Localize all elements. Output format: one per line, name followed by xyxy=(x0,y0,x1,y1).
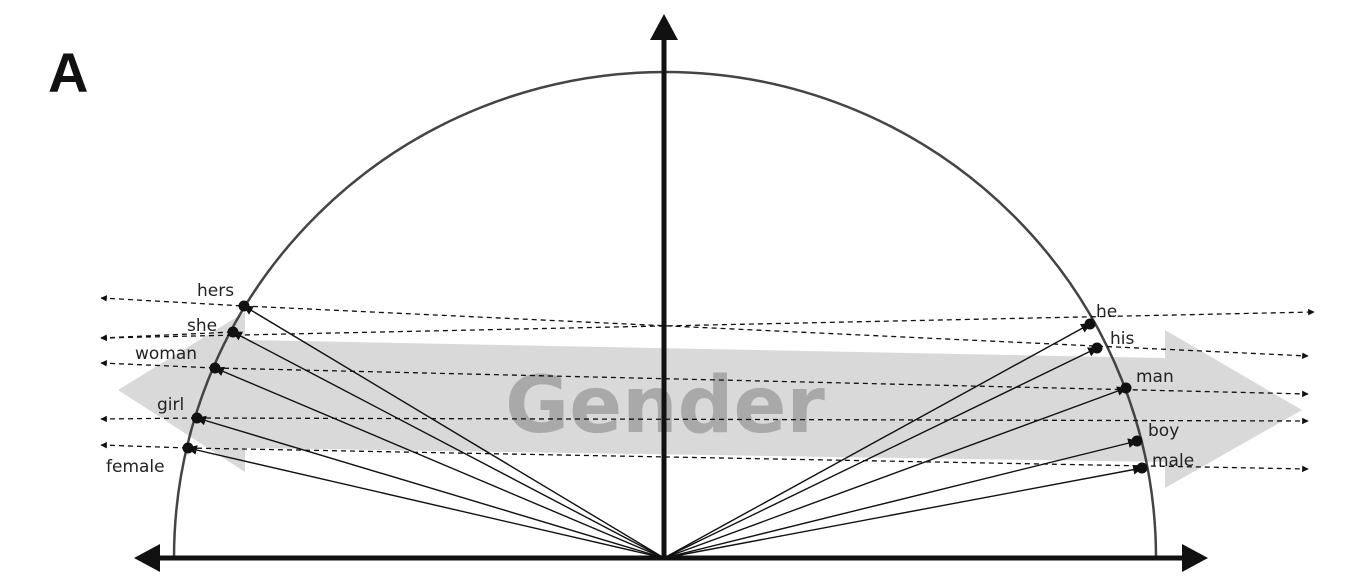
word-label-male: boy xyxy=(1148,421,1179,441)
word-vector-arrow xyxy=(663,347,1098,559)
word-point-male xyxy=(1131,435,1143,447)
gender-band-arrow xyxy=(118,312,1302,488)
word-vector-arrow xyxy=(232,331,665,559)
word-point-female xyxy=(238,300,250,312)
projection-line-right xyxy=(187,447,1309,473)
word-point-male xyxy=(1084,318,1096,330)
word-point-female xyxy=(182,442,194,454)
word-vector-arrow xyxy=(663,464,1143,559)
horizontal-axis-right-arrowhead xyxy=(1182,544,1208,572)
projection-line-left xyxy=(100,360,216,369)
word-vector-arrow xyxy=(663,438,1138,559)
word-point-male xyxy=(1136,462,1148,474)
word-vector-arrow xyxy=(663,323,1091,559)
projection-line-left xyxy=(100,441,189,449)
word-vector-arrow xyxy=(243,305,665,559)
vertical-axis-arrowhead xyxy=(650,14,678,40)
word-label-female: girl xyxy=(157,395,184,415)
word-label-female: woman xyxy=(135,344,197,364)
word-vector-arrow xyxy=(196,415,665,559)
projection-line-he xyxy=(100,308,1315,342)
word-label-male: man xyxy=(1136,367,1174,387)
word-label-male: his xyxy=(1110,329,1134,349)
word-label-female: she xyxy=(187,316,217,336)
word-label-female: hers xyxy=(197,281,234,301)
word-point-female xyxy=(209,362,221,374)
word-vector-arrow xyxy=(187,445,665,559)
word-point-female xyxy=(191,412,203,424)
word-label-female: female xyxy=(106,457,165,477)
word-vector-arrow xyxy=(663,386,1127,559)
word-point-male xyxy=(1120,382,1132,394)
horizontal-axis-left-arrowhead xyxy=(134,544,160,572)
word-vector-arrow xyxy=(214,366,665,559)
projection-line-left xyxy=(100,295,245,307)
projection-line-left xyxy=(100,415,198,423)
word-label-male: male xyxy=(1152,451,1194,471)
word-point-male xyxy=(1091,342,1103,354)
panel-label: A xyxy=(48,41,88,104)
word-label-male: he xyxy=(1096,302,1117,322)
word-point-female xyxy=(227,326,239,338)
